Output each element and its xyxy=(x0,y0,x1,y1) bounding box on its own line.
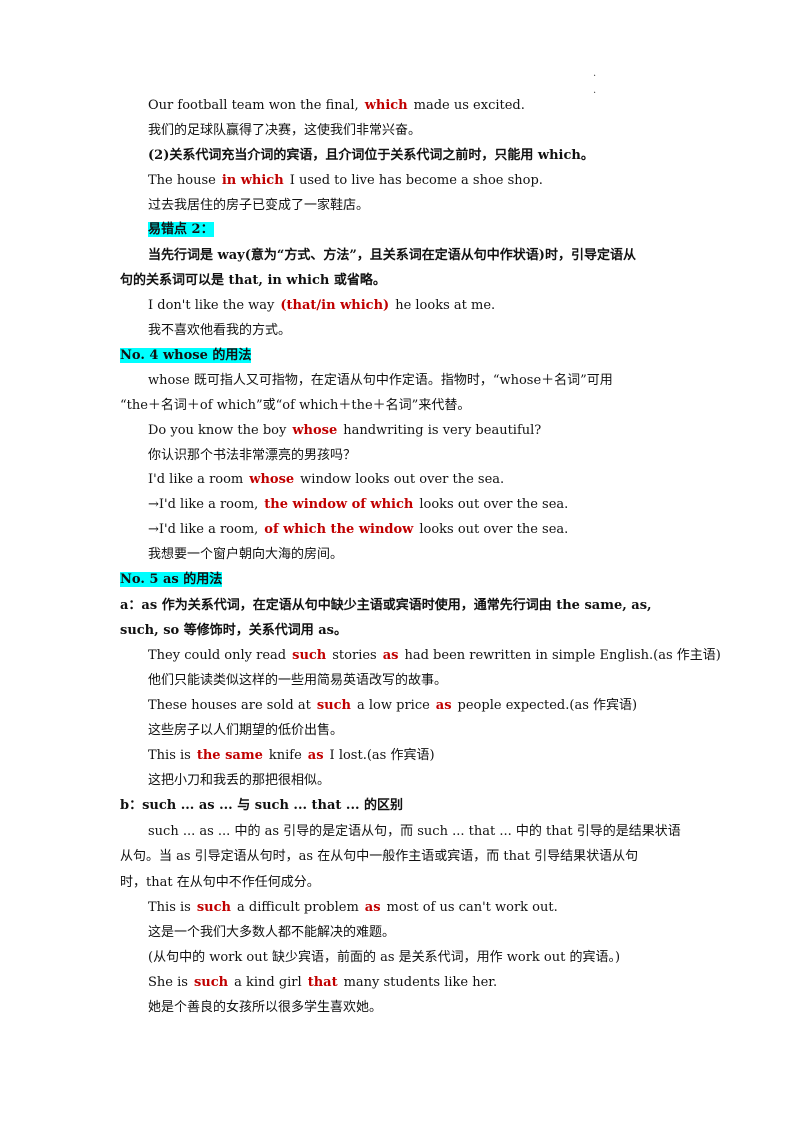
rule-text: 句的关系词可以是 that, in which 或省略。 xyxy=(120,273,386,288)
keyword: of which the window xyxy=(264,522,414,537)
corner-mark: . xyxy=(593,68,597,79)
keyword: as xyxy=(435,698,452,713)
keyword: the same xyxy=(196,748,263,763)
keyword: which xyxy=(364,98,408,113)
rule-text: a：as 作为关系代词，在定语从句中缺少主语或宾语时使用，通常先行词由 the … xyxy=(120,598,652,613)
translation: 我们的足球队赢得了决赛，这使我们非常兴奋。 xyxy=(148,123,422,138)
keyword: such xyxy=(316,698,351,713)
translation: 这些房子以人们期望的低价出售。 xyxy=(148,723,344,738)
keyword: as xyxy=(364,900,381,915)
keyword: the window of which xyxy=(264,497,414,512)
translation: 我想要一个窗户朝向大海的房间。 xyxy=(148,547,344,562)
body-text: whose 既可指人又可指物，在定语从句中作定语。指物时，“whose＋名词”可… xyxy=(148,373,613,388)
section-heading: 易错点 2： xyxy=(148,222,214,237)
translation: 你认识那个书法非常漂亮的男孩吗？ xyxy=(148,448,357,463)
keyword: whose xyxy=(292,423,338,438)
translation: 过去我居住的房子已变成了一家鞋店。 xyxy=(148,198,370,213)
keyword: that xyxy=(307,975,338,990)
keyword: such xyxy=(292,648,327,663)
rule-text: 当先行词是 way(意为“方式、方法”，且关系词在定语从句中作状语)时，引导定语… xyxy=(148,248,636,263)
translation: 这是一个我们大多数人都不能解决的难题。 xyxy=(148,925,396,940)
body-text: “the＋名词＋of which”或“of which＋the＋名词”来代替。 xyxy=(120,398,471,413)
rule-text: such, so 等修饰时，关系代词用 as。 xyxy=(120,623,347,638)
translation: 这把小刀和我丢的那把很相似。 xyxy=(148,773,331,788)
example-sentence: I don't like the way(that/in which)he lo… xyxy=(148,298,496,313)
section-heading: No. 5 as 的用法 xyxy=(120,572,223,587)
corner-mark: . xyxy=(593,85,597,96)
section-heading: No. 4 whose 的用法 xyxy=(120,348,252,363)
keyword: whose xyxy=(249,472,295,487)
keyword: in which xyxy=(221,173,284,188)
rule-text: (2)关系代词充当介词的宾语，且介词位于关系代词之前时，只能用 which。 xyxy=(148,148,594,163)
subsection-heading: b：such ... as ... 与 such ... that ... 的区… xyxy=(120,798,404,813)
translation: 我不喜欢他看我的方式。 xyxy=(148,323,292,338)
explanation-note: (从句中的 work out 缺少宾语，前面的 as 是关系代词，用作 work… xyxy=(148,950,621,965)
body-text: 时，that 在从句中不作任何成分。 xyxy=(120,875,320,890)
translation: 他们只能读类似这样的一些用简易英语改写的故事。 xyxy=(148,673,448,688)
keyword: as xyxy=(307,748,324,763)
keyword: such xyxy=(196,900,231,915)
keyword: (that/in which) xyxy=(280,298,390,313)
body-text: such ... as ... 中的 as 引导的是定语从句，而 such ..… xyxy=(148,824,681,839)
body-text: 从句。当 as 引导定语从句时，as 在从句中一般作主语或宾语，而 that 引… xyxy=(120,849,639,864)
keyword: such xyxy=(193,975,229,990)
keyword: as xyxy=(382,648,399,663)
translation: 她是个善良的女孩所以很多学生喜欢她。 xyxy=(148,1000,383,1015)
